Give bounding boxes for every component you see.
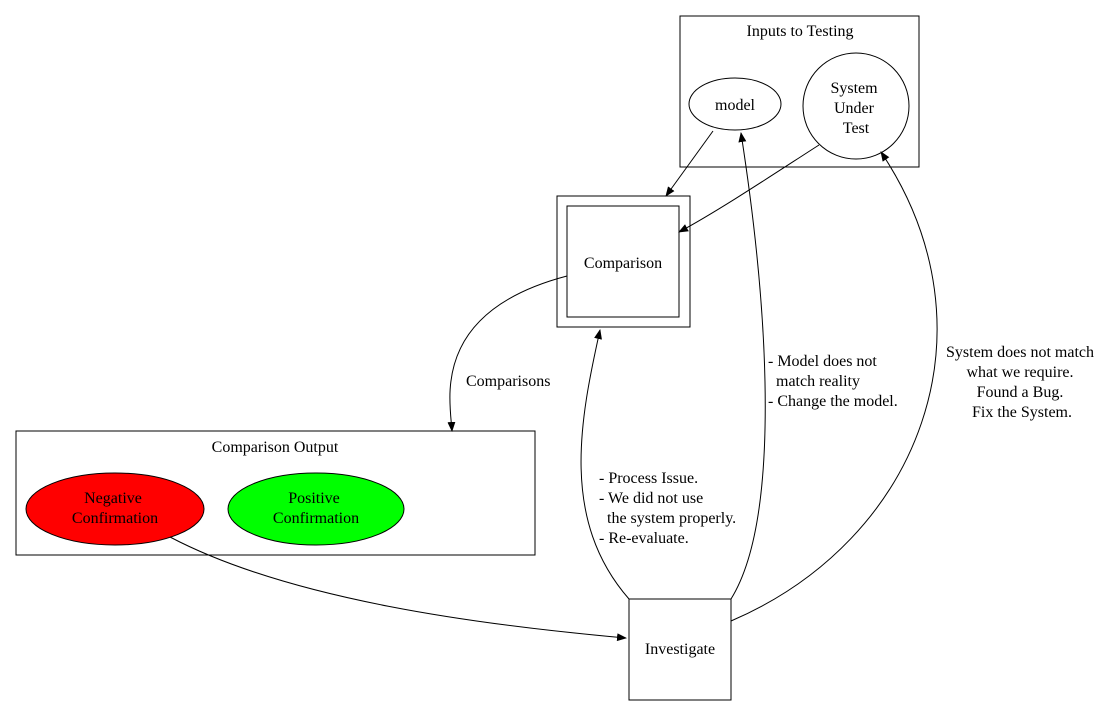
cluster-output-label: Comparison Output (212, 439, 339, 456)
node-negative-label: Negative Confirmation (72, 490, 158, 527)
node-model[interactable]: model (688, 77, 782, 131)
node-negative-shape (25, 472, 205, 546)
node-positive-confirmation[interactable]: Positive Confirmation (227, 472, 405, 546)
edge-investigate-to-comparison (580, 329, 630, 600)
edge-investigate-to-sut (730, 151, 938, 622)
node-investigate-shape (628, 598, 732, 701)
edge-sut-to-comparison (678, 144, 820, 233)
node-investigate[interactable]: Investigate (628, 598, 732, 701)
node-positive-shape (227, 472, 405, 546)
edge-model-to-comparison (665, 130, 714, 197)
node-negative-confirmation[interactable]: Negative Confirmation (25, 472, 205, 546)
node-sut-label: System Under Test (830, 80, 881, 137)
cluster-inputs-label: Inputs to Testing (746, 23, 853, 40)
edge-negative-to-investigate (169, 536, 627, 642)
edge-label-model-mismatch: - Model does not match reality - Change … (768, 353, 910, 410)
edge-label-system-bug: System does not match what we require. F… (946, 344, 1098, 421)
cluster-inputs-border (679, 15, 920, 168)
node-sut-shape (802, 52, 910, 160)
edge-investigate-to-model (730, 132, 766, 600)
node-comparison-inner (566, 205, 680, 318)
cluster-comparison-output: Comparison Output (15, 430, 536, 556)
node-positive-label: Positive Confirmation (273, 490, 359, 527)
node-comparison-label: Comparison (584, 255, 662, 272)
edge-comparison-to-output (447, 275, 568, 432)
node-comparison[interactable]: Comparison (556, 195, 691, 328)
edge-label-process-issue: - Process Issue. - We did not use the sy… (599, 470, 756, 547)
cluster-inputs-to-testing: Inputs to Testing (679, 15, 920, 168)
node-system-under-test[interactable]: System Under Test (802, 52, 910, 160)
node-model-shape (688, 77, 782, 131)
cluster-output-border (15, 430, 536, 556)
node-investigate-label: Investigate (645, 641, 715, 658)
edge-label-comparisons: Comparisons (466, 373, 550, 390)
node-model-label: model (715, 97, 756, 114)
